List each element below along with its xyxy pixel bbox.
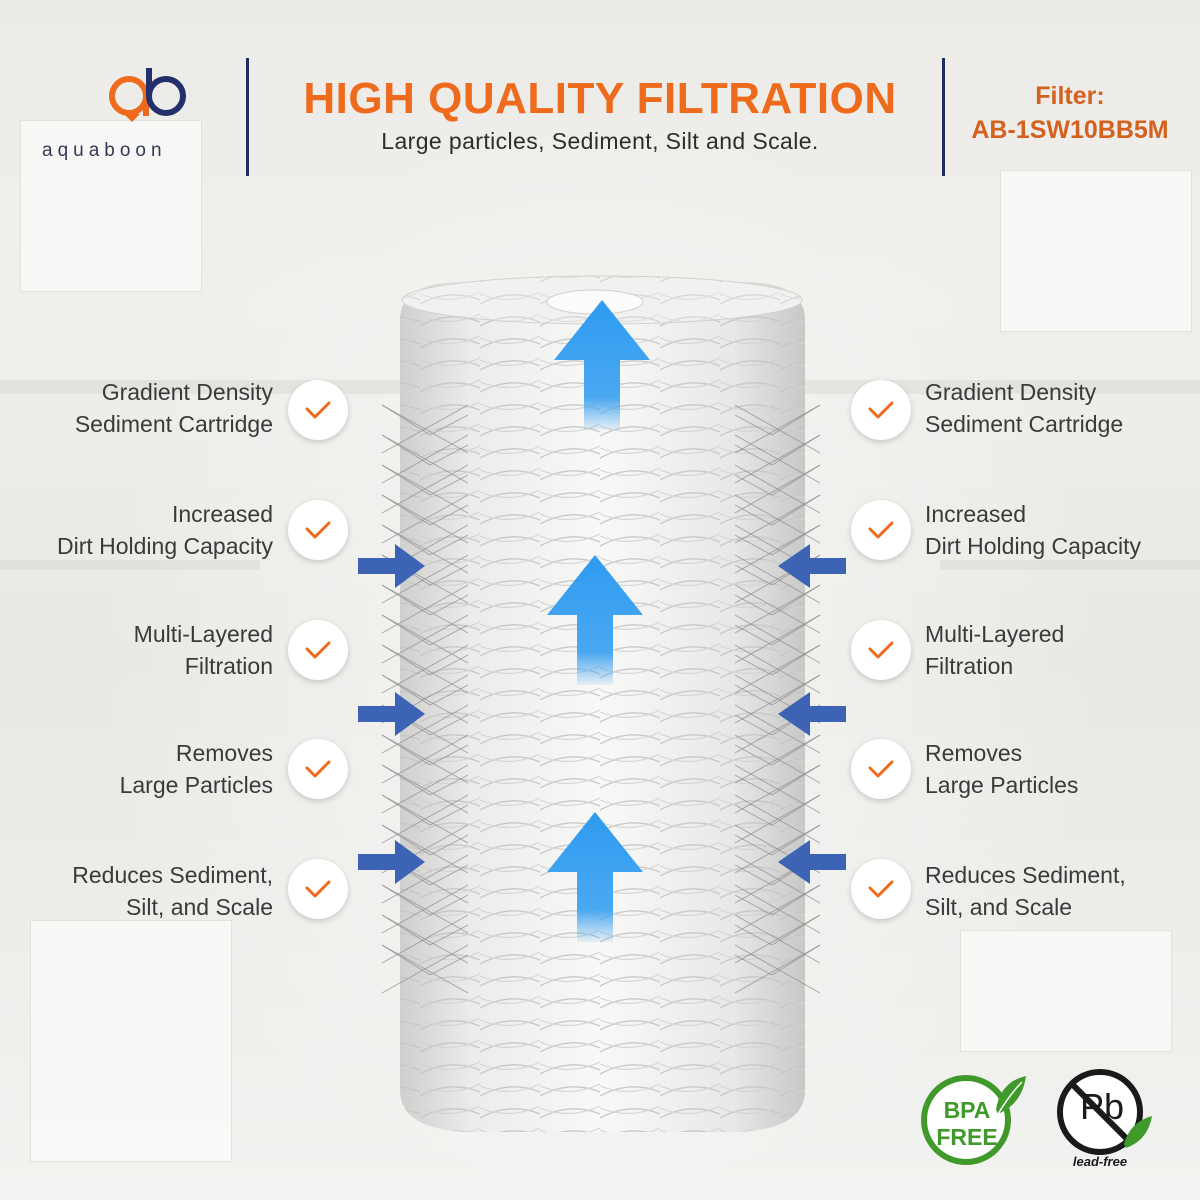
leaf-icon — [1124, 1116, 1152, 1148]
feature-left-5-line2: Silt, and Scale — [125, 894, 273, 920]
feature-left-3-line1: Multi-Layered — [133, 621, 273, 647]
feature-left-2: Increased Dirt Holding Capacity — [0, 498, 273, 562]
lead-free-badge — [1057, 1069, 1152, 1155]
feature-left-4: Removes Large Particles — [0, 737, 273, 801]
lead-symbol: Pb — [1079, 1086, 1125, 1127]
feature-left-3-line2: Filtration — [184, 653, 273, 679]
feature-right-1-line1: Gradient Density — [925, 379, 1097, 405]
inlet-arrow-icon — [358, 692, 425, 736]
feature-right-4: Removes Large Particles — [925, 737, 1200, 801]
feature-right-2-line2: Dirt Holding Capacity — [925, 533, 1142, 559]
inlet-arrow-icon — [358, 544, 425, 588]
check-icon — [288, 500, 348, 560]
check-icon — [288, 620, 348, 680]
page-title: HIGH QUALITY FILTRATION — [303, 74, 897, 123]
feature-left-4-line2: Large Particles — [119, 772, 273, 798]
inlet-arrow-icon — [778, 544, 846, 588]
feature-right-5-line2: Silt, and Scale — [925, 894, 1073, 920]
check-icon — [851, 859, 911, 919]
lead-caption: lead-free — [1072, 1154, 1128, 1169]
feature-right-2: Increased Dirt Holding Capacity — [925, 498, 1200, 562]
feature-right-5: Reduces Sediment, Silt, and Scale — [925, 859, 1200, 923]
feature-left-1-line2: Sediment Cartridge — [74, 411, 273, 437]
bpa-free-badge — [921, 1075, 1026, 1165]
page-subtitle: Large particles, Sediment, Silt and Scal… — [381, 128, 819, 154]
header-divider-right — [942, 58, 945, 176]
flow-up-arrow-icon — [547, 555, 643, 685]
aquaboon-logo — [109, 68, 186, 122]
feature-left-2-line1: Increased — [171, 501, 273, 527]
inlet-arrow-icon — [778, 692, 846, 736]
feature-right-3-line1: Multi-Layered — [925, 621, 1065, 647]
feature-right-4-line1: Removes — [925, 740, 1023, 766]
feature-right-3-line2: Filtration — [925, 653, 1014, 679]
header-divider-left — [246, 58, 249, 176]
flow-up-arrow-icon — [547, 812, 643, 942]
feature-right-1-line2: Sediment Cartridge — [925, 411, 1124, 437]
brand-name: aquaboon — [42, 140, 167, 161]
flow-up-arrow-icon — [554, 300, 650, 430]
check-icon — [851, 500, 911, 560]
feature-left-1: Gradient Density Sediment Cartridge — [0, 376, 273, 440]
filter-label: Filter: — [1035, 82, 1105, 110]
feature-left-2-line2: Dirt Holding Capacity — [56, 533, 273, 559]
feature-left-4-line1: Removes — [175, 740, 273, 766]
check-icon — [288, 380, 348, 440]
feature-left-5: Reduces Sediment, Silt, and Scale — [0, 859, 273, 923]
feature-left-5-line1: Reduces Sediment, — [72, 862, 273, 888]
check-icon — [851, 380, 911, 440]
check-icon — [288, 859, 348, 919]
bpa-line1: BPA — [943, 1097, 991, 1123]
feature-right-4-line2: Large Particles — [925, 772, 1079, 798]
bpa-line2: FREE — [936, 1124, 998, 1150]
check-icon — [288, 739, 348, 799]
check-icon — [851, 739, 911, 799]
feature-left-1-line1: Gradient Density — [101, 379, 273, 405]
inlet-arrow-icon — [778, 840, 846, 884]
feature-right-1: Gradient Density Sediment Cartridge — [925, 376, 1200, 440]
feature-right-3: Multi-Layered Filtration — [925, 618, 1200, 682]
filter-model: AB-1SW10BB5M — [971, 116, 1169, 144]
check-icon — [851, 620, 911, 680]
feature-right-2-line1: Increased — [925, 501, 1027, 527]
feature-left-3: Multi-Layered Filtration — [0, 618, 273, 682]
inlet-arrow-icon — [358, 840, 425, 884]
feature-right-5-line1: Reduces Sediment, — [925, 862, 1126, 888]
